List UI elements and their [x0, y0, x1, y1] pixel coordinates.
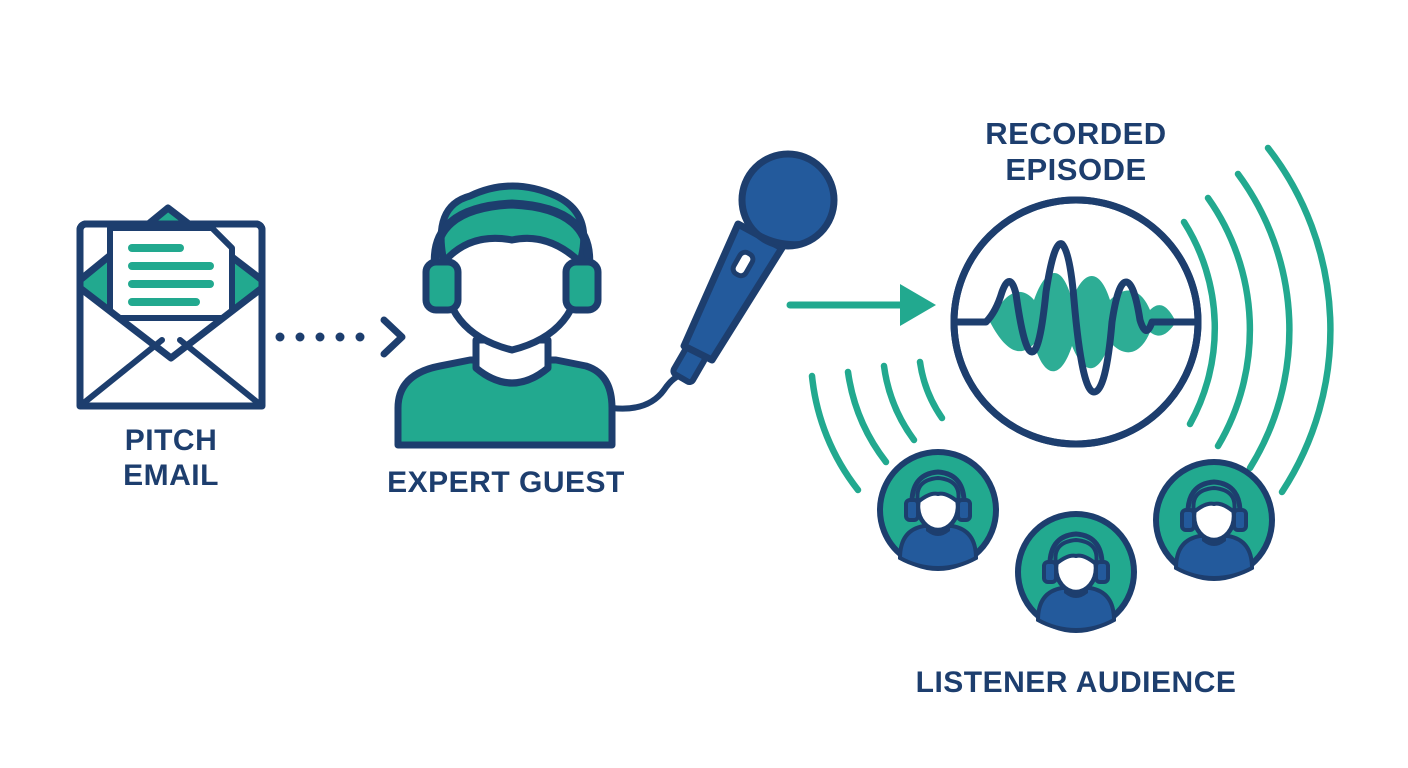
broadcast-waves [808, 144, 1334, 496]
dotted-arrow [275, 316, 406, 358]
listener-icon [877, 449, 999, 571]
waveform-icon [950, 196, 1202, 448]
recorded-episode-label: RECORDED EPISODE [958, 116, 1194, 187]
microphone-icon [609, 150, 838, 412]
listener-icon [1015, 511, 1137, 633]
solid-arrow [786, 284, 936, 326]
envelope-icon [76, 204, 266, 410]
listener-audience-label: LISTENER AUDIENCE [915, 666, 1237, 699]
expert-guest-label: EXPERT GUEST [387, 466, 625, 499]
recorded-episode-label-line2: EPISODE [1005, 151, 1147, 187]
pitch-email-label: PITCH EMAIL [96, 424, 246, 493]
listener-icon [1153, 459, 1275, 581]
pitch-email-label-line1: PITCH [124, 424, 218, 457]
pitch-email-label-line2: EMAIL [123, 458, 219, 492]
recorded-episode-label-line1: RECORDED [985, 116, 1167, 151]
person-icon [394, 182, 616, 449]
letter-icon [107, 225, 235, 321]
headphones-icon [422, 199, 602, 314]
